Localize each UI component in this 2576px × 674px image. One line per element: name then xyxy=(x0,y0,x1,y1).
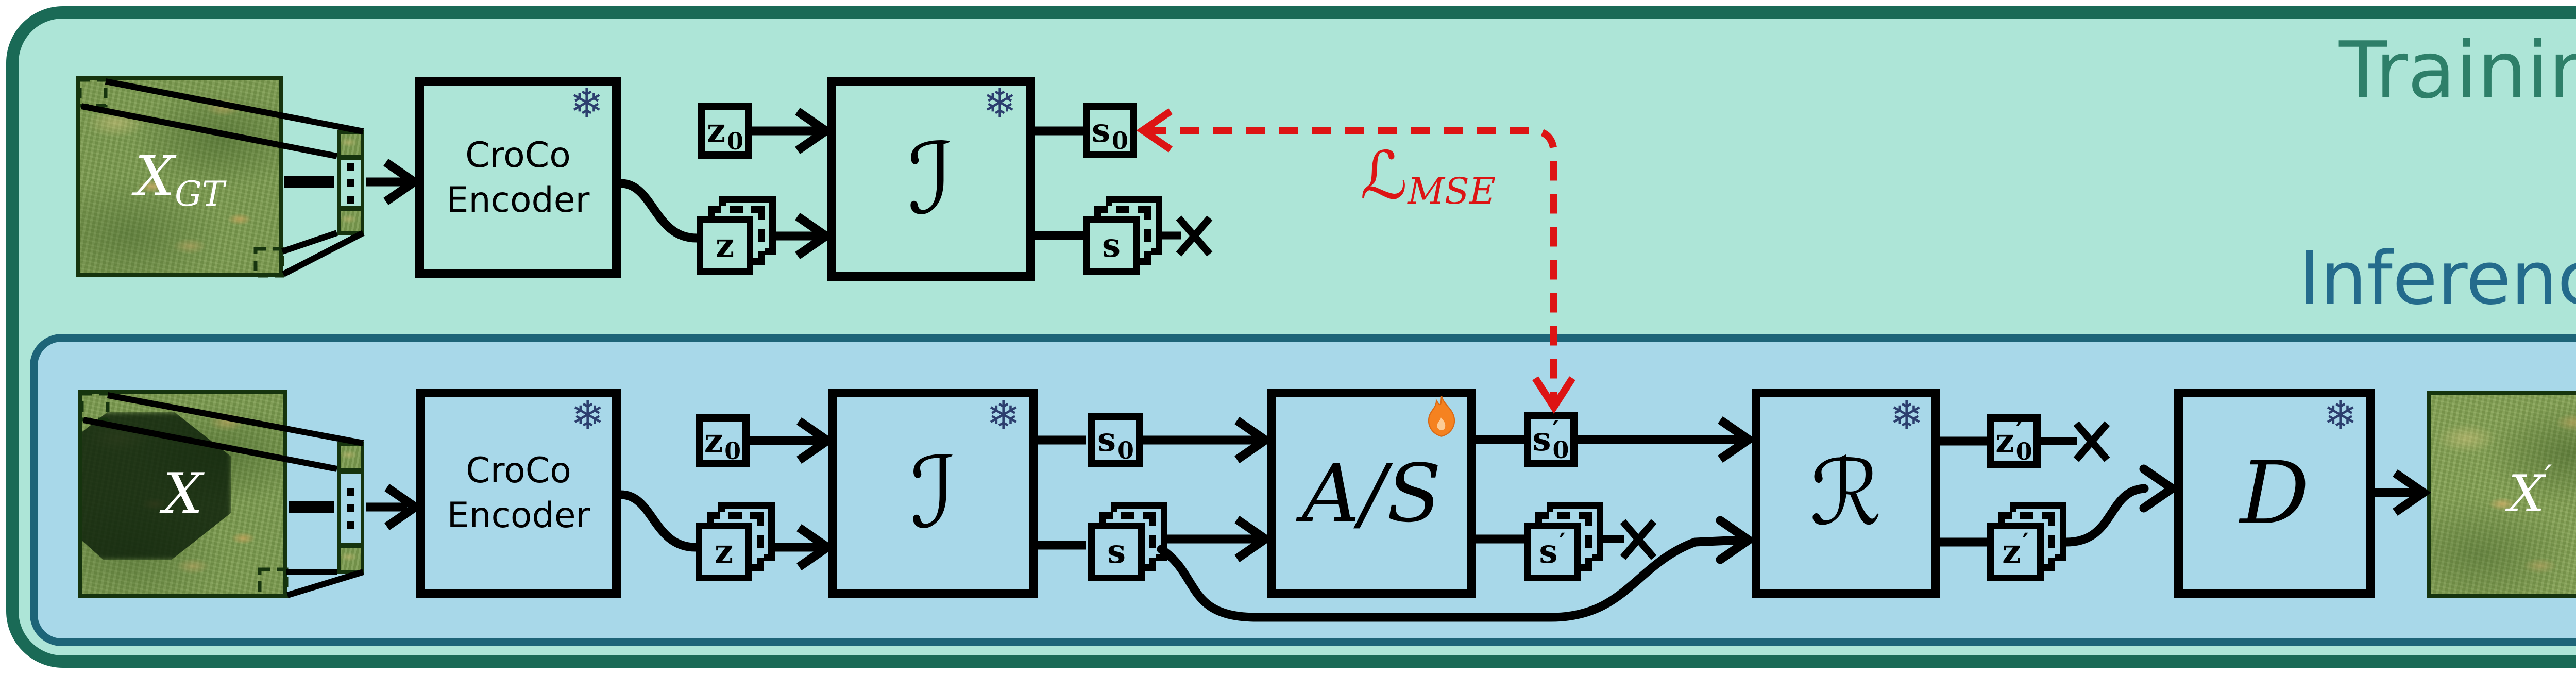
snowflake-icon: ❄ xyxy=(571,393,605,439)
croco-encoder-box-training: CroCo Encoder xyxy=(415,77,621,278)
token-base: s xyxy=(1097,420,1116,459)
loss-subscript: MSE xyxy=(1408,170,1496,212)
token-sub: 0 xyxy=(727,127,744,155)
image-label-base: X xyxy=(135,144,175,209)
token-sub: 0 xyxy=(1117,436,1134,464)
token-base: s xyxy=(1532,420,1551,459)
croco-encoder-line1: CroCo xyxy=(465,134,571,176)
token-base: z xyxy=(714,532,734,571)
token-prime: ′ xyxy=(1552,415,1559,443)
token-stack-s-prime: s′ xyxy=(1524,502,1603,581)
token-z0-prime: z′0 xyxy=(1987,414,2041,468)
token-base: z xyxy=(706,111,726,150)
training-section-title: Training xyxy=(2339,25,2576,116)
inference-section-title: Inference xyxy=(2299,236,2576,321)
grass-texture xyxy=(2431,395,2576,594)
decoder-box: D xyxy=(2174,389,2375,598)
snowflake-icon: ❄ xyxy=(983,80,1017,127)
token-s0-prime: s′0 xyxy=(1524,412,1578,467)
token-stack-s-inference: s xyxy=(1088,502,1167,581)
adapter-label: A/S xyxy=(1302,446,1442,540)
output-image-label: X′ xyxy=(2431,395,2576,594)
token-stack-z-inference: z xyxy=(696,502,775,581)
token-stack-z-prime: z′ xyxy=(1987,502,2066,581)
mse-loss-label: ℒ MSE xyxy=(1360,138,1496,214)
patch-token-ellipsis xyxy=(337,157,364,209)
image-label-sub: GT xyxy=(175,174,225,214)
token-prime: ′ xyxy=(1559,528,1566,555)
token-base: s xyxy=(1107,532,1126,571)
image-label-prime: ′ xyxy=(2544,459,2552,497)
snowflake-icon: ❄ xyxy=(987,393,1021,439)
token-base: z xyxy=(2002,532,2021,571)
croco-encoder-line2: Encoder xyxy=(446,180,590,221)
interpolator-box-inference: ℐ xyxy=(828,389,1038,598)
patch-token-top xyxy=(337,442,364,472)
croco-encoder-line1: CroCo xyxy=(466,450,571,491)
token-base: s xyxy=(1539,532,1558,571)
token-sub: 0 xyxy=(1112,127,1129,155)
patch-token-bottom xyxy=(337,207,364,235)
renderer-label: ℛ xyxy=(1809,441,1882,546)
token-sub: 0 xyxy=(724,437,741,465)
patch-token-bottom xyxy=(337,544,364,574)
snowflake-icon: ❄ xyxy=(1890,393,1924,439)
snowflake-icon: ❄ xyxy=(2324,393,2358,439)
interpolator-label: ℐ xyxy=(907,122,954,236)
croco-encoder-line2: Encoder xyxy=(447,495,590,536)
patch-token-top xyxy=(337,130,364,159)
token-stack-s-training: s xyxy=(1083,196,1162,275)
token-stack-z-training: z xyxy=(697,196,776,275)
token-base: s xyxy=(1101,226,1121,265)
token-sub: 0 xyxy=(1552,435,1569,464)
token-base: s xyxy=(1091,111,1110,150)
token-base: z xyxy=(704,421,723,460)
renderer-box: ℛ xyxy=(1752,389,1940,598)
token-base: z xyxy=(1995,422,2014,460)
decoder-label: D xyxy=(2240,443,2310,544)
token-prime: ′ xyxy=(2022,528,2029,555)
patch-token-ellipsis xyxy=(337,470,364,546)
flame-icon xyxy=(1423,395,1460,440)
input-image-label: X xyxy=(82,394,283,594)
loss-symbol: ℒ xyxy=(1360,138,1408,214)
snowflake-icon: ❄ xyxy=(570,80,604,127)
image-label-base: X xyxy=(163,462,203,526)
input-image: X xyxy=(78,390,287,598)
token-prime: ′ xyxy=(2015,417,2022,445)
interpolator-label: ℐ xyxy=(910,436,957,550)
output-image: X′ xyxy=(2427,391,2576,598)
token-sub: 0 xyxy=(2015,437,2032,465)
image-label-base: X xyxy=(2508,465,2545,524)
token-base: z xyxy=(715,226,735,265)
